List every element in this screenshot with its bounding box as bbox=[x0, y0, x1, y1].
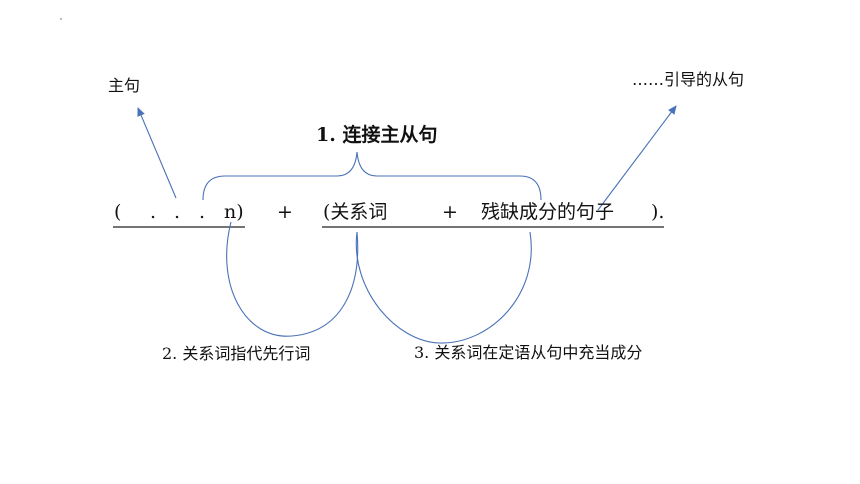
component-label: 3. 关系词在定语从句中充当成分 bbox=[414, 343, 643, 362]
connect-label: 1. 连接主从句 bbox=[316, 124, 438, 146]
sentence-plus: + bbox=[277, 201, 293, 223]
connect-brace bbox=[202, 151, 542, 201]
sentence-incomplete-clause: 残缺成分的句子 bbox=[481, 201, 615, 223]
sentence-end: ). bbox=[651, 201, 665, 223]
main-clause-label: 主句 bbox=[108, 76, 141, 95]
sentence-plus: + bbox=[442, 201, 458, 223]
arrow-to-led-clause bbox=[597, 105, 677, 211]
antecedent-label: 2. 关系词指代先行词 bbox=[162, 344, 311, 363]
antecedent-arc bbox=[226, 221, 359, 337]
sentence-n-close: n) bbox=[224, 201, 244, 223]
sentence-relative-word: (关系词 bbox=[323, 201, 388, 223]
arrow-to-main-clause bbox=[137, 107, 177, 199]
led-clause-label: ……引导的从句 bbox=[632, 70, 745, 89]
sentence-dot: . bbox=[174, 201, 181, 223]
corner-dot-mark bbox=[60, 18, 62, 20]
component-arc bbox=[355, 231, 532, 344]
sentence-dot: . bbox=[199, 201, 206, 223]
sentence-dot: . bbox=[150, 201, 157, 223]
sentence-open-paren: ( bbox=[114, 201, 122, 223]
